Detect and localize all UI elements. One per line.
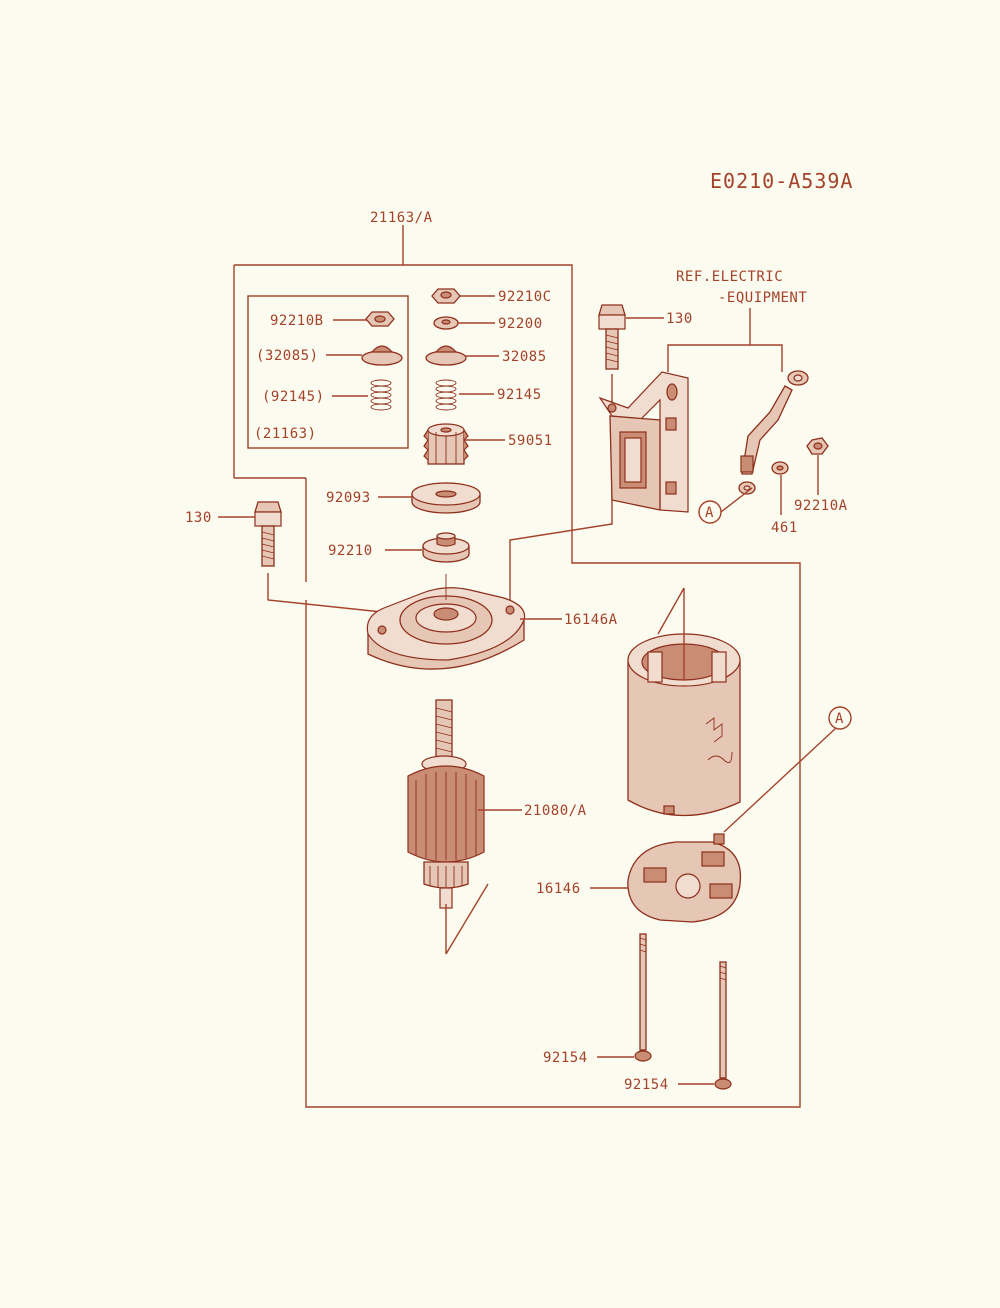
- drive-end-cover-16146A-icon: [366, 574, 526, 670]
- assembly-boundary-lines: [233, 225, 801, 1108]
- diagram-code: E0210-A539A: [710, 169, 853, 193]
- part-label-92210A: 92210A: [794, 498, 848, 514]
- part-label-16146A: 16146A: [564, 612, 618, 628]
- brush-holder-16146-icon: [627, 833, 742, 923]
- ref-note-line1: REF.ELECTRIC: [676, 269, 783, 285]
- part-label-21163-inner: (21163): [254, 426, 317, 442]
- bolt-130-left-icon: [254, 501, 282, 567]
- part-label-92210: 92210: [328, 543, 373, 559]
- part-label-92145-inner: (92145): [262, 389, 325, 405]
- callout-A-cable: A: [698, 500, 722, 524]
- stop-collar-32085-icon: [425, 345, 467, 366]
- bolt-130-top-icon: [598, 304, 626, 370]
- part-label-92154-b: 92154: [624, 1077, 669, 1093]
- starter-cable-icon: [738, 370, 809, 495]
- pinion-gear-59051-icon: [423, 423, 469, 465]
- part-label-16146: 16146: [536, 881, 581, 897]
- armature-21080A-icon: [407, 699, 485, 909]
- nut-92210C-icon: [431, 288, 461, 304]
- part-label-92210C: 92210C: [498, 289, 552, 305]
- part-label-130-top: 130: [666, 311, 693, 327]
- part-label-92145: 92145: [497, 387, 542, 403]
- part-label-21080A: 21080/A: [524, 803, 587, 819]
- washer-92093-icon: [411, 482, 481, 514]
- nut-92210A-icon: [806, 437, 829, 455]
- spring-92145-icon: [435, 379, 457, 411]
- part-label-130-left: 130: [185, 510, 212, 526]
- part-label-32085-inner: (32085): [256, 348, 319, 364]
- through-bolt-92154-b-icon: [714, 961, 732, 1090]
- part-label-92093: 92093: [326, 490, 371, 506]
- part-label-92210B: 92210B: [270, 313, 324, 329]
- through-bolt-92154-a-icon: [634, 933, 652, 1062]
- washer-92200-icon: [433, 316, 459, 330]
- washer-461-icon: [771, 461, 789, 475]
- solenoid-bracket-icon: [598, 371, 689, 513]
- part-label-461: 461: [771, 520, 798, 536]
- callout-A-brush-holder: A: [828, 706, 852, 730]
- part-label-21163A: 21163/A: [370, 210, 433, 226]
- part-label-32085: 32085: [502, 349, 547, 365]
- nut-92210B-icon: [365, 311, 395, 327]
- svg-text:A: A: [835, 711, 844, 727]
- sleeve-92210-icon: [422, 532, 470, 563]
- part-label-92200: 92200: [498, 316, 543, 332]
- spring-inner-icon: [370, 379, 392, 411]
- svg-text:A: A: [705, 505, 714, 521]
- part-label-59051: 59051: [508, 433, 553, 449]
- part-label-92154-a: 92154: [543, 1050, 588, 1066]
- ref-note-line2: -EQUIPMENT: [718, 290, 807, 306]
- stop-collar-inner-icon: [361, 345, 403, 366]
